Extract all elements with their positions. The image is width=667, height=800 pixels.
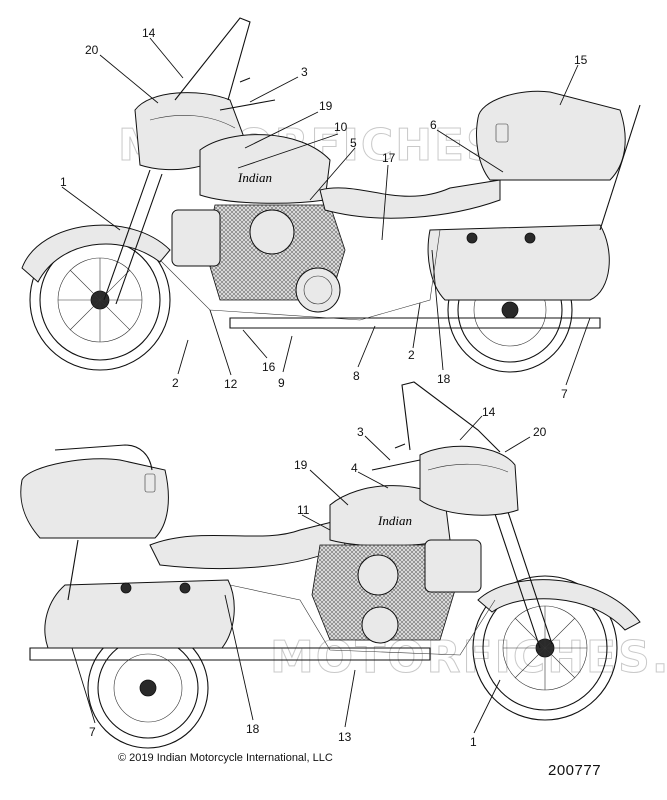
callout-3: 3 <box>301 65 308 79</box>
callout-20: 20 <box>85 43 99 57</box>
callout-13-bottom: 13 <box>338 730 352 744</box>
callout-15: 15 <box>574 53 588 67</box>
callout-18-bottom: 18 <box>246 722 260 736</box>
copyright-notice: © 2019 Indian Motorcycle International, … <box>118 752 333 764</box>
callout-14: 14 <box>142 26 156 40</box>
front-fender <box>21 224 171 283</box>
callout-2: 2 <box>172 376 179 390</box>
side-cover <box>171 209 221 267</box>
callout-1: 1 <box>60 175 67 189</box>
windshield <box>174 17 251 101</box>
callout-1-bottom: 1 <box>470 735 477 749</box>
trunk <box>476 90 626 181</box>
handlebar-bottom <box>371 443 421 471</box>
top-leader-lines <box>61 37 591 386</box>
callout-10: 10 <box>334 120 348 134</box>
tank-badge-bottom: Indian <box>377 513 412 528</box>
exhaust-bottom <box>29 647 431 661</box>
callout-4-bottom: 4 <box>351 461 358 475</box>
callout-16: 16 <box>262 360 276 374</box>
front-fender-bottom <box>477 579 641 631</box>
top-callouts: 14 20 3 15 19 10 6 5 17 1 2 12 16 9 8 2 … <box>60 26 588 401</box>
callout-7: 7 <box>561 387 568 401</box>
fairing-bottom <box>419 445 519 516</box>
diagram-number: 200777 <box>548 762 602 779</box>
bottom-callouts: 14 3 20 4 19 11 7 18 13 1 <box>89 405 547 749</box>
saddlebag-bottom <box>44 579 235 649</box>
side-cover-bottom <box>424 539 482 593</box>
callout-17: 17 <box>382 151 396 165</box>
callout-2-rear: 2 <box>408 348 415 362</box>
callout-11-bottom: 11 <box>297 503 310 517</box>
trunk-bottom <box>20 458 169 539</box>
callout-5: 5 <box>350 136 357 150</box>
callout-3-bottom: 3 <box>357 425 364 439</box>
motorcycle-left-side-view: MOTORFICHES.NL Indian <box>20 381 667 749</box>
callout-12: 12 <box>224 377 238 391</box>
callout-18: 18 <box>437 372 451 386</box>
callout-9: 9 <box>278 376 285 390</box>
antenna <box>599 104 641 231</box>
seat <box>319 179 501 219</box>
bottom-leader-lines <box>71 415 531 734</box>
antenna-bottom <box>67 539 79 601</box>
callout-8: 8 <box>353 369 360 383</box>
callout-20-bottom: 20 <box>533 425 547 439</box>
front-fork-bottom <box>491 499 553 649</box>
tank-badge: Indian <box>237 170 272 185</box>
callout-14-bottom: 14 <box>482 405 496 419</box>
handlebar <box>219 77 276 111</box>
callout-19: 19 <box>319 99 333 113</box>
callout-7-bottom: 7 <box>89 725 96 739</box>
exhaust <box>229 317 601 329</box>
saddlebag <box>427 224 610 301</box>
windshield-bottom <box>401 381 501 453</box>
motorcycle-right-side-view: MOTORFICHES.NL Indian <box>21 17 641 373</box>
callout-19-bottom: 19 <box>294 458 308 472</box>
seat-bottom <box>149 519 346 569</box>
front-fork <box>103 169 163 305</box>
callout-6: 6 <box>430 118 437 132</box>
